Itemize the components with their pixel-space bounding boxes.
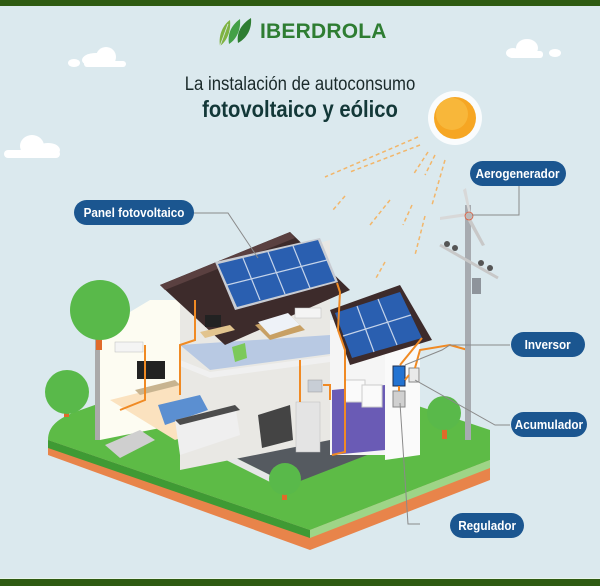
leaves-logo-icon [216,16,256,48]
solar-panel-icon [335,292,422,358]
stairs [105,430,155,458]
chair-icon [232,343,247,362]
title-line-2: fotovoltaico y eólico [202,96,398,122]
sun-icon [428,91,482,145]
air-conditioner-icon [114,341,144,353]
brand-name: IBERDROLA [260,20,387,43]
tree-icon [45,370,89,417]
stove-icon [258,405,293,448]
cloud-icon [66,47,128,67]
air-conditioner-icon [294,307,322,319]
top-frame-bar [0,0,600,6]
brand-logo: IBERDROLA [216,16,387,48]
monitor-icon [205,315,221,327]
label-inversor: Inversor [511,332,585,357]
fridge-icon [295,401,321,453]
sun-rays [324,136,446,279]
interior [114,307,383,455]
inverter-device-icon [392,365,406,387]
accumulator-device-icon [408,367,420,383]
secondary-roof [330,285,432,365]
sofa-icon [158,395,208,425]
tree-icon [70,280,130,350]
callout-lines [192,185,520,525]
regulator-device-icon [392,390,406,408]
dryer-icon [361,384,383,408]
electrical-panel-icon [307,379,323,393]
solar-panel-icon [218,240,335,307]
tree-icon [269,463,301,500]
label-panel-fotovoltaico: Panel fotovoltaico [74,200,194,225]
wind-turbine-icon [439,188,499,440]
label-aerogenerador: Aerogenerador [470,161,566,186]
bottom-frame-bar [0,578,600,586]
tree-icon [427,396,461,439]
cloud-icon [505,38,565,58]
label-acumulador: Acumulador [511,412,587,437]
cloud-icon [2,134,62,158]
title-line-1: La instalación de autoconsumo [184,74,416,95]
tv-icon [137,361,165,379]
label-regulador: Regulador [450,513,524,538]
